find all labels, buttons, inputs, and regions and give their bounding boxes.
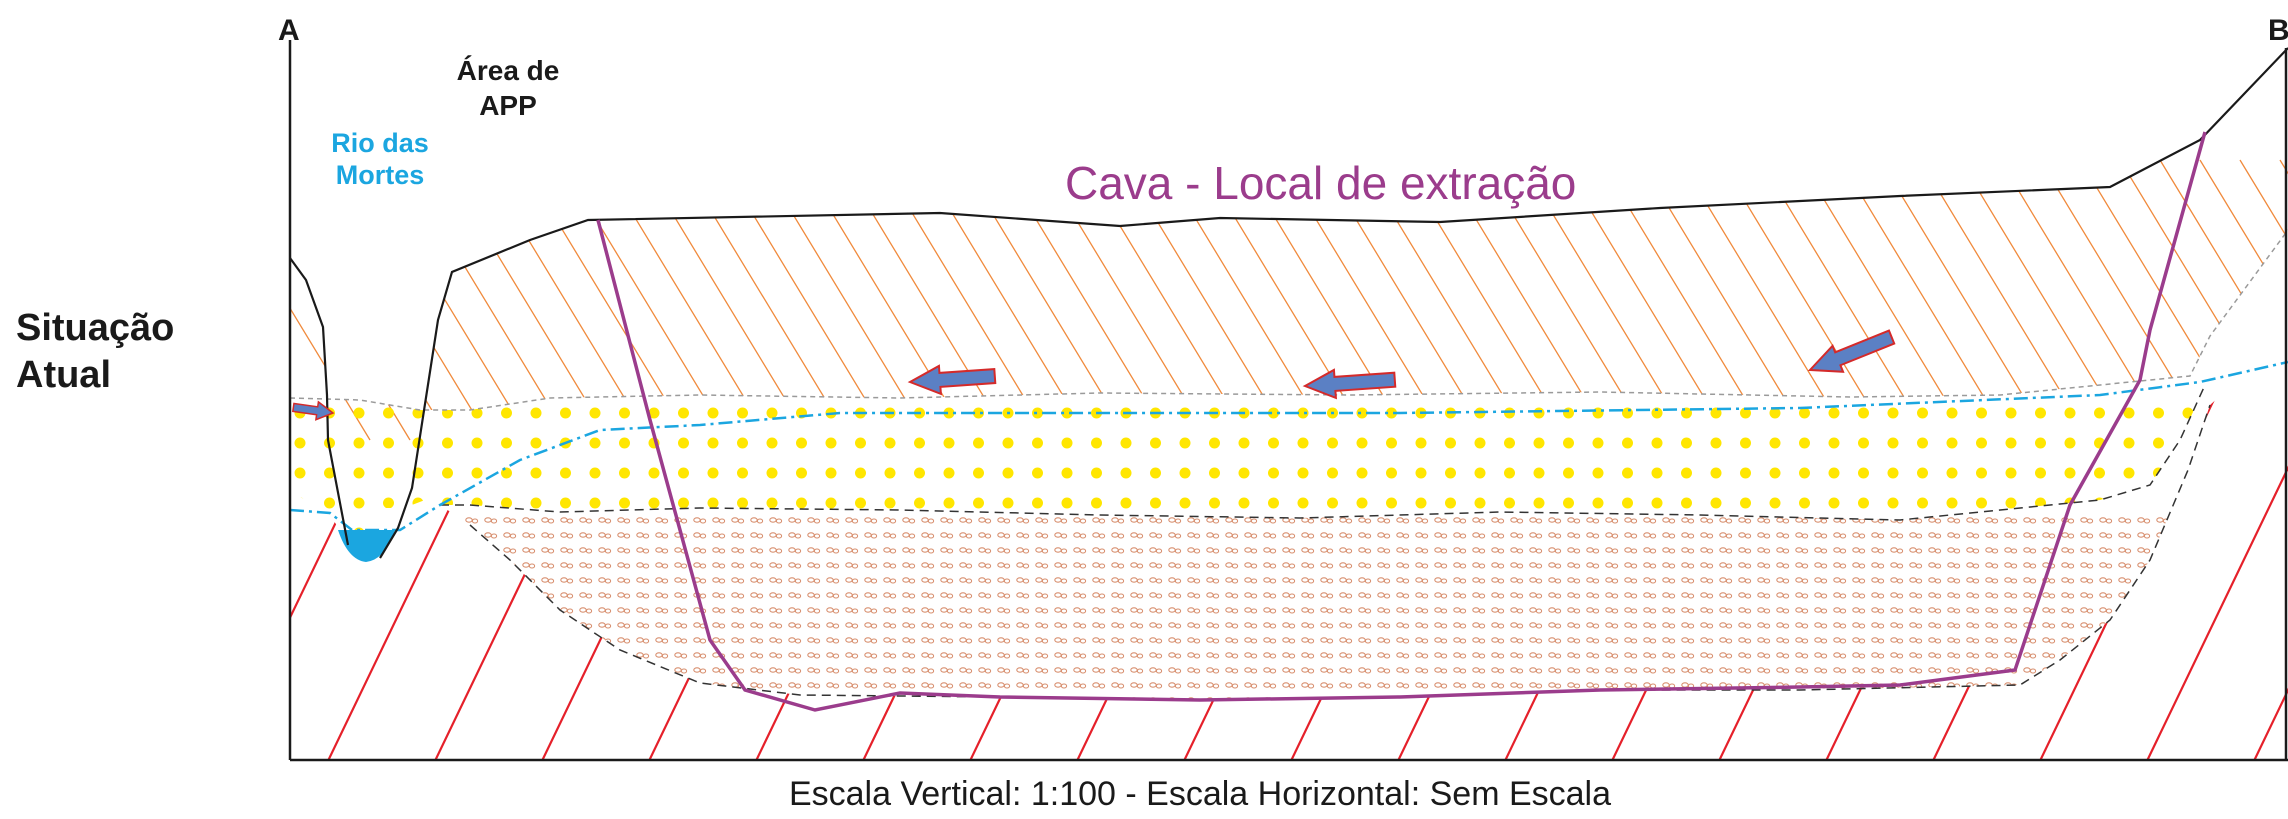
left-pointing-arrow-icon (1302, 368, 1397, 400)
pit-outline (596, 131, 2207, 712)
situation-label-line1: Situação (16, 307, 174, 349)
app-area-label-line1: Área de (457, 55, 560, 86)
sand-layer (294, 407, 2194, 539)
right-pointing-arrow-icon (291, 400, 335, 421)
river-label-line2: Mortes (336, 160, 425, 190)
gravel-layer (446, 517, 2200, 700)
point-a-label: A (278, 14, 300, 47)
left-pointing-arrow-icon (1807, 329, 1896, 373)
left-pointing-arrow-icon (907, 364, 997, 396)
ground-surface-line (289, 47, 2288, 559)
water-table-line (289, 360, 2288, 532)
sand-gravel-boundary (440, 384, 2206, 521)
scale-caption: Escala Vertical: 1:100 - Escala Horizont… (789, 775, 1611, 813)
point-b-label: B (2268, 14, 2288, 47)
pit-label: Cava - Local de extração (1065, 157, 1576, 209)
river-label-line1: Rio das (331, 128, 429, 158)
situation-label-line2: Atual (16, 354, 111, 396)
river-water (338, 530, 395, 562)
soil-sand-boundary (289, 229, 2288, 411)
app-area-label-line2: APP (479, 90, 537, 121)
